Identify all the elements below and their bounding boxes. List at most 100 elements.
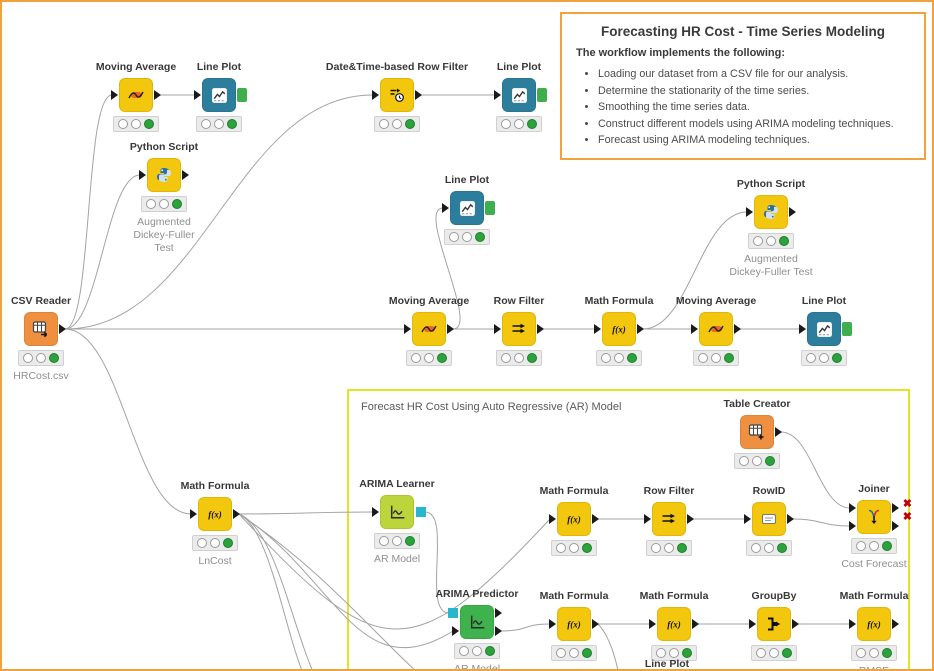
input-port[interactable]	[442, 203, 449, 213]
output-port-1[interactable]	[892, 503, 899, 513]
arima-learner-body[interactable]	[372, 495, 426, 529]
input-port[interactable]	[594, 324, 601, 334]
view-output-port[interactable]	[237, 88, 247, 102]
output-port-2[interactable]	[495, 626, 502, 636]
output-port[interactable]	[592, 514, 599, 524]
output-port[interactable]	[537, 324, 544, 334]
view-output-port[interactable]	[485, 201, 495, 215]
row-filter-1-body[interactable]	[494, 312, 544, 346]
node-line-plot-3[interactable]: Line Plot	[392, 174, 542, 245]
node-joiner[interactable]: Joiner✖✖Cost Forecast	[799, 483, 932, 571]
view-output-port[interactable]	[842, 322, 852, 336]
output-port[interactable]	[154, 90, 161, 100]
row-filter-2-body[interactable]	[644, 502, 694, 536]
input-port[interactable]	[849, 619, 856, 629]
node-line-plot-5[interactable]: Line Plot	[592, 658, 742, 669]
input-port[interactable]	[139, 170, 146, 180]
input-port[interactable]	[194, 90, 201, 100]
python-script-2-body[interactable]	[746, 195, 796, 229]
output-port[interactable]	[637, 324, 644, 334]
input-port[interactable]	[372, 507, 379, 517]
input-port[interactable]	[749, 619, 756, 629]
output-port[interactable]	[182, 170, 189, 180]
dt-row-filter-body[interactable]	[372, 78, 422, 112]
math-formula-1-body[interactable]: f(x)	[594, 312, 644, 346]
model-input-port[interactable]	[448, 608, 458, 618]
input-port[interactable]	[744, 514, 751, 524]
math-formula-5-body[interactable]: f(x)	[849, 607, 899, 641]
output-port[interactable]	[789, 207, 796, 217]
input-port[interactable]	[549, 514, 556, 524]
arima-predictor-body[interactable]	[448, 605, 502, 639]
data-input-port[interactable]	[452, 626, 459, 636]
output-port-2[interactable]	[892, 521, 899, 531]
math-formula-2-body[interactable]: f(x)	[549, 502, 599, 536]
input-port[interactable]	[799, 324, 806, 334]
input-port[interactable]	[404, 324, 411, 334]
input-port[interactable]	[372, 90, 379, 100]
line-plot-1-body[interactable]	[194, 78, 247, 112]
groupby-body[interactable]	[749, 607, 799, 641]
output-port[interactable]	[792, 619, 799, 629]
output-port[interactable]	[692, 619, 699, 629]
moving-average-2-body[interactable]	[404, 312, 454, 346]
view-output-port[interactable]	[537, 88, 547, 102]
input-port[interactable]	[549, 619, 556, 629]
annotation-overview-box[interactable]: Forecasting HR Cost - Time Series Modeli…	[560, 12, 926, 160]
node-line-plot-2[interactable]: Line Plot	[444, 61, 594, 132]
input-port[interactable]	[494, 90, 501, 100]
output-port[interactable]	[775, 427, 782, 437]
math-formula-3-body[interactable]: f(x)	[549, 607, 599, 641]
output-port[interactable]	[592, 619, 599, 629]
input-port[interactable]	[111, 90, 118, 100]
node-line-plot-1[interactable]: Line Plot	[144, 61, 294, 132]
input-port[interactable]	[190, 509, 197, 519]
input-port[interactable]	[691, 324, 698, 334]
node-moving-average-1[interactable]: Moving Average	[61, 61, 211, 132]
output-port[interactable]	[415, 90, 422, 100]
input-port[interactable]	[746, 207, 753, 217]
node-groupby[interactable]: GroupBy	[699, 590, 849, 661]
model-output-port[interactable]	[416, 507, 426, 517]
output-port[interactable]	[734, 324, 741, 334]
output-port[interactable]	[59, 324, 66, 334]
python-script-1-body[interactable]	[139, 158, 189, 192]
output-port[interactable]	[687, 514, 694, 524]
input-port[interactable]	[494, 324, 501, 334]
input-port[interactable]	[649, 619, 656, 629]
node-moving-average-3[interactable]: Moving Average	[641, 295, 791, 366]
math-formula-lncost-body[interactable]: f(x)	[190, 497, 240, 531]
output-port[interactable]	[233, 509, 240, 519]
math-formula-4-body[interactable]: f(x)	[649, 607, 699, 641]
moving-average-3-body[interactable]	[691, 312, 741, 346]
rowid-body[interactable]	[744, 502, 794, 536]
node-rowid[interactable]: RowID	[694, 485, 844, 556]
line-plot-3-body[interactable]	[442, 191, 495, 225]
table-creator-body[interactable]	[740, 415, 782, 449]
output-port[interactable]	[892, 619, 899, 629]
input-port-2[interactable]	[849, 521, 856, 531]
line-plot-2-body[interactable]	[494, 78, 547, 112]
joiner-body[interactable]: ✖✖	[849, 499, 912, 534]
output-port[interactable]	[447, 324, 454, 334]
node-table-creator[interactable]: Table Creator	[682, 398, 832, 469]
line-plot-4-body[interactable]	[799, 312, 852, 346]
node-row-filter-1[interactable]: Row Filter	[444, 295, 594, 366]
output-port[interactable]	[787, 514, 794, 524]
moving-average-1-body[interactable]	[111, 78, 161, 112]
node-line-plot-4[interactable]: Line Plot	[749, 295, 899, 366]
node-row-filter-2[interactable]: Row Filter	[594, 485, 744, 556]
input-port-1[interactable]	[849, 503, 856, 513]
node-dt-row-filter[interactable]: Date&Time-based Row Filter	[322, 61, 472, 132]
output-port-1[interactable]	[495, 608, 502, 618]
